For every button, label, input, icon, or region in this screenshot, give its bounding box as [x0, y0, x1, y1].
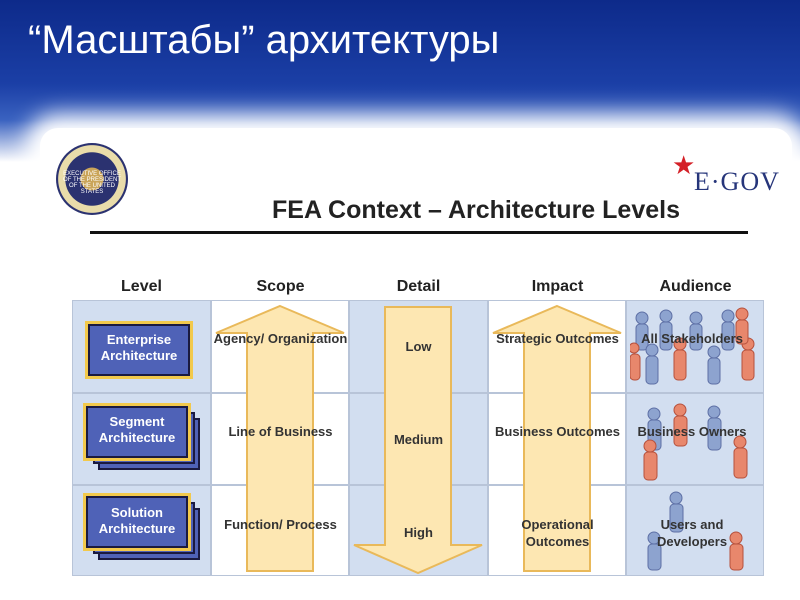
impact-text: Operational Outcomes: [521, 517, 594, 549]
level-label: Enterprise Architecture: [100, 332, 178, 363]
column-header-audience: Audience: [659, 278, 732, 295]
detail-text: High: [404, 525, 433, 540]
detail-text: Low: [405, 339, 432, 354]
impact-text: Business Outcomes: [495, 424, 620, 439]
column-header-impact: Impact: [531, 278, 584, 295]
scope-text: Agency/ Organization: [213, 331, 348, 346]
scope-arrow-up-icon: [215, 304, 345, 572]
scope-text: Line of Business: [228, 424, 333, 439]
slide-title: “Масштабы” архитектуры: [28, 18, 500, 62]
solution-architecture-card: [86, 496, 188, 548]
audience-text: Users and Developers: [656, 517, 728, 549]
diagram-title: FEA Context – Architecture Levels: [272, 196, 680, 224]
impact-arrow-up-icon: [492, 304, 622, 572]
column-header-level: Level: [121, 278, 162, 295]
detail-arrow-down-icon: [353, 306, 483, 575]
people-crowd-icon: [630, 307, 755, 385]
enterprise-architecture-card: [88, 324, 190, 376]
people-pair-icon: [647, 491, 744, 571]
star-icon: ★: [672, 150, 696, 180]
detail-text: Medium: [393, 432, 444, 447]
audience-text: All Stakeholders: [641, 331, 743, 346]
title-divider: [90, 231, 748, 234]
column-header-scope: Scope: [256, 278, 305, 295]
presidential-seal-logo: EXECUTIVE OFFICE OF THE PRESIDENT OF THE…: [56, 143, 128, 215]
impact-text: Strategic Outcomes: [496, 331, 619, 346]
audience-text: Business Owners: [637, 424, 747, 439]
segment-architecture-card: [86, 406, 188, 458]
people-group-icon: [643, 403, 748, 481]
seal-text: EXECUTIVE OFFICE OF THE PRESIDENT OF THE…: [63, 171, 121, 195]
column-header-detail: Detail: [396, 278, 441, 295]
egov-logo: E·GOV: [694, 167, 780, 196]
level-label: Solution Architecture: [98, 505, 176, 536]
level-label: Segment Architecture: [98, 414, 176, 445]
scope-text: Function/ Process: [224, 517, 337, 532]
